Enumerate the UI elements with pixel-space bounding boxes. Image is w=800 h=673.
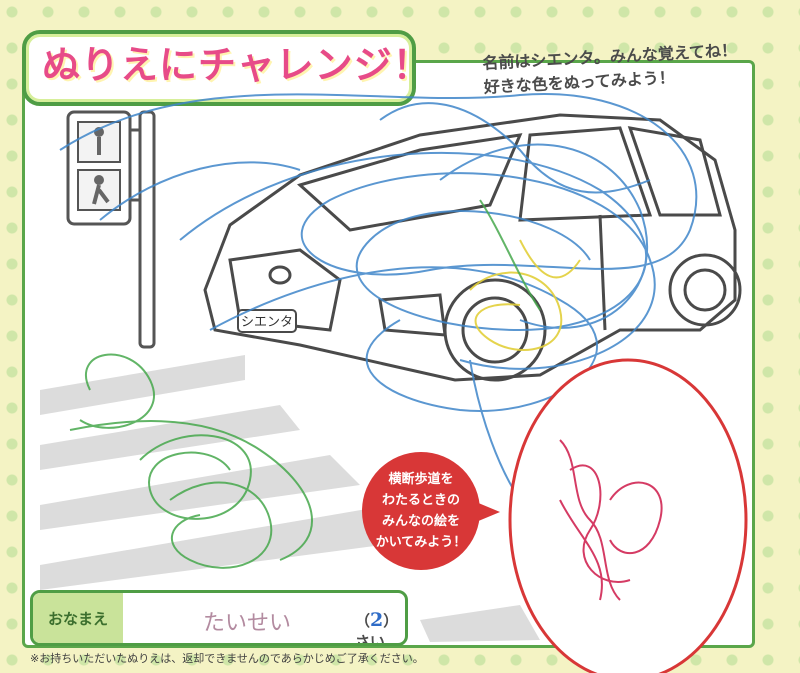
name-value: たいせい — [203, 611, 292, 636]
age-unit: ）さい — [355, 612, 399, 646]
blue-scribbles — [59, 93, 698, 501]
green-scribbles — [69, 199, 541, 569]
speech-bubble-text: 横断歩道を わたるときの みんなの絵を かいてみよう！ — [375, 472, 467, 550]
age-open: （ — [355, 612, 371, 630]
speech-bubble: 横断歩道を わたるときの みんなの絵を かいてみよう！ — [362, 452, 500, 570]
red-scribbles — [559, 439, 663, 601]
license-plate — [237, 309, 297, 333]
name-field[interactable]: おなまえ たいせい （2）さい — [30, 590, 408, 646]
pedestrian-signal — [66, 110, 156, 349]
age-value: 2 — [370, 609, 384, 631]
crosswalk — [40, 355, 540, 642]
page-title: ぬりえにチャレンジ！ — [42, 43, 432, 87]
license-plate-text: シエンタ — [241, 315, 293, 330]
title-frame — [22, 30, 416, 106]
car-outline — [203, 113, 742, 382]
name-label: おなまえ — [33, 593, 123, 643]
footnote: ※お持ちいただいたぬりえは、返却できませんのであらかじめご了承ください。 — [30, 652, 424, 665]
age-field[interactable]: （2）さい — [355, 609, 405, 646]
drawing-oval[interactable] — [508, 358, 748, 673]
yellow-scribbles — [469, 239, 581, 351]
